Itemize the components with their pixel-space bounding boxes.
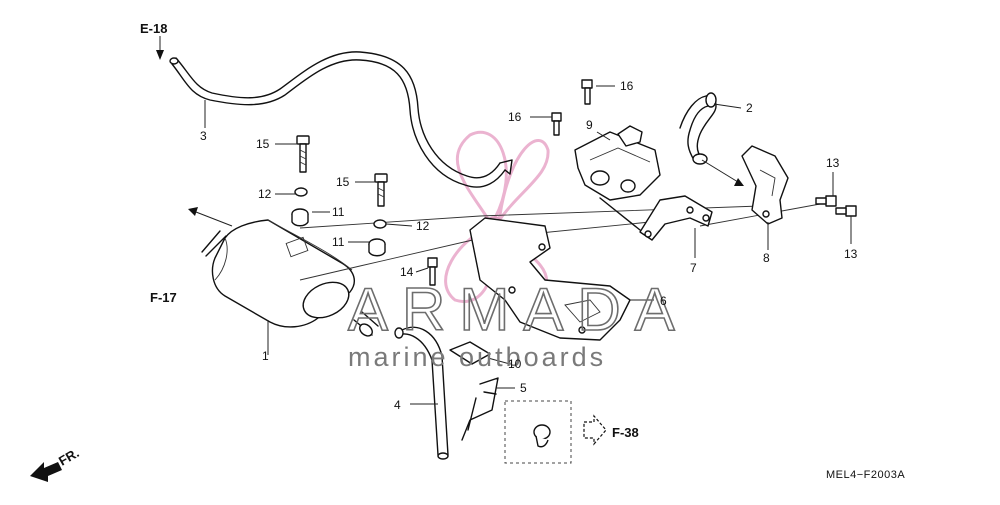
part-5-clip: [461, 377, 499, 441]
callout-15-upper: 15: [256, 137, 270, 151]
part-10-rubber-pad: [449, 341, 491, 365]
part-15-bolt-upper: [296, 135, 310, 173]
arrow-front-fr: [30, 462, 62, 482]
callout-13-lower: 13: [844, 247, 858, 261]
part-1-silencer: [201, 219, 379, 337]
part-3-breather-tube: [169, 51, 513, 188]
callout-12-right: 12: [416, 219, 430, 233]
part-8-heat-shield: [741, 145, 789, 225]
part-7-stay: [639, 195, 713, 241]
callout-14: 14: [400, 265, 414, 279]
callout-6: 6: [660, 294, 667, 308]
part-11-grommet-lower: [368, 238, 386, 257]
callout-7: 7: [690, 261, 697, 275]
part-4-hose: [394, 326, 449, 460]
callout-4: 4: [394, 398, 401, 412]
ref-label-f17: F-17: [150, 290, 177, 305]
callout-1: 1: [262, 349, 269, 363]
callout-10: 10: [508, 357, 522, 371]
leader-lines: [204, 85, 852, 405]
part-15-bolt-lower: [374, 173, 388, 207]
callout-5: 5: [520, 381, 527, 395]
part-11-grommet-upper: [291, 208, 309, 227]
part-12-washer-upper: [294, 187, 308, 197]
arrow-e18: [156, 36, 164, 60]
ref-label-f38: F-38: [612, 425, 639, 440]
callout-12-left: 12: [258, 187, 272, 201]
callout-11-lower: 11: [332, 235, 345, 249]
part-9-control-valve: [574, 125, 661, 239]
part-14-bolt: [427, 257, 438, 286]
part-2-short-hose: [679, 92, 717, 165]
callout-16-top: 16: [620, 79, 634, 93]
callout-3: 3: [200, 129, 207, 143]
part-13-bolt-lower: [835, 205, 857, 217]
callout-8: 8: [763, 251, 770, 265]
arrow-f17: [188, 207, 233, 227]
ref-label-e18: E-18: [140, 21, 167, 36]
callout-11-upper: 11: [332, 205, 345, 219]
callout-16-left: 16: [508, 110, 522, 124]
part-12-washer-lower: [373, 219, 387, 229]
part-13-bolt-upper: [815, 195, 837, 207]
callout-9: 9: [586, 118, 593, 132]
watermark-tagline: marine outboards: [348, 342, 606, 372]
callout-15-lower: 15: [336, 175, 350, 189]
detail-box-f38: [504, 400, 572, 464]
diagram-code: MEL4−F2003A: [826, 469, 905, 481]
callout-2: 2: [746, 101, 753, 115]
arrow-to-part-2: [701, 159, 744, 186]
callout-13-upper: 13: [826, 156, 840, 170]
arrow-f38-outline: [583, 414, 607, 446]
watermark-brand: ARMADA: [348, 276, 689, 343]
part-16-bolt-top: [581, 79, 593, 105]
ref-label-front: FR.: [56, 445, 82, 468]
part-16-bolt-left: [551, 112, 562, 136]
